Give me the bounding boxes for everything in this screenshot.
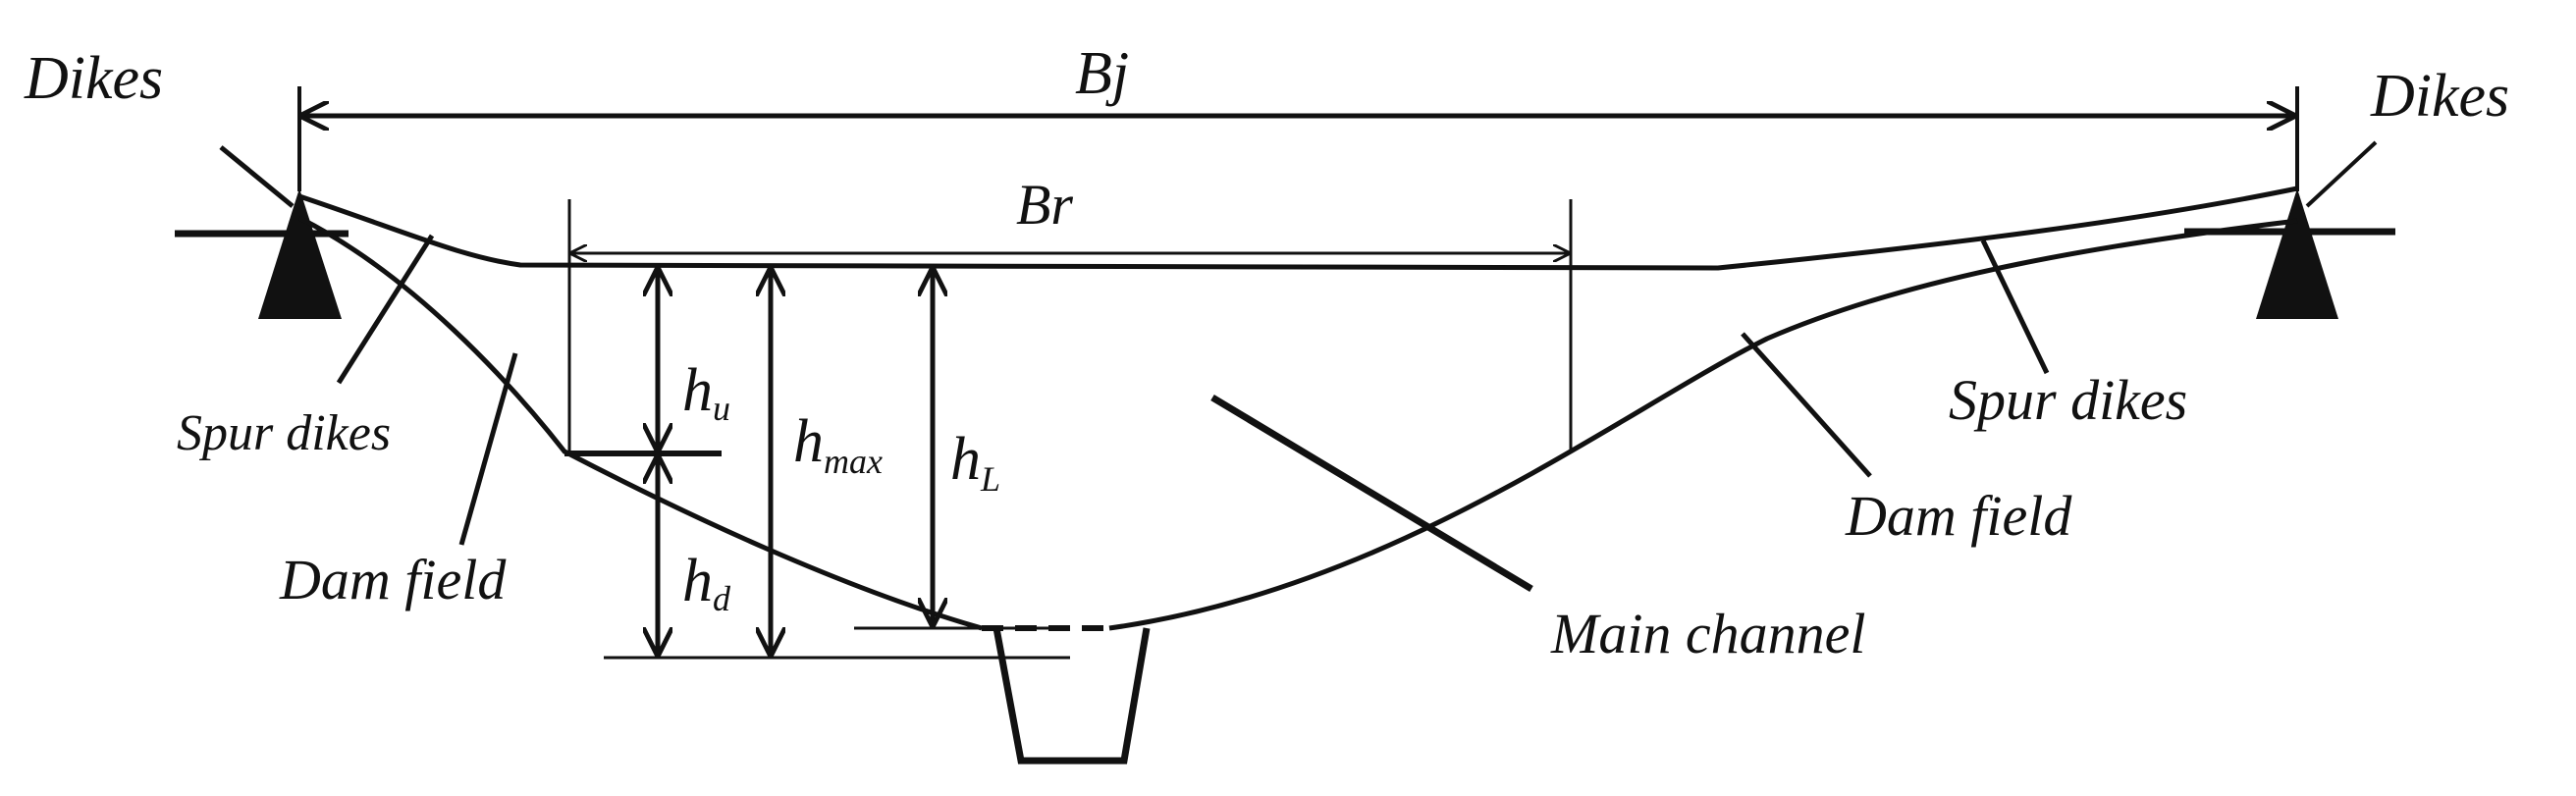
water-surface-line (298, 186, 2298, 271)
bj-label: Bj (1075, 40, 1129, 107)
spur-dikes-left-leader (336, 234, 435, 385)
dam-field-right-leader (1741, 332, 1872, 478)
dikes-left-leader (219, 145, 295, 208)
dikes-right-label: Dikes (2370, 63, 2509, 130)
spur-dikes-left-label: Spur dikes (177, 405, 391, 461)
hd-label: hd (682, 548, 731, 618)
dam-field-left-leader (458, 352, 518, 546)
hl-label: hL (950, 426, 1000, 499)
dike-right-symbol (2256, 188, 2338, 319)
dam-field-left-label: Dam field (279, 548, 507, 611)
riverbed-profile-right (1108, 218, 2298, 631)
dam-field-right-label: Dam field (1845, 484, 2072, 548)
navigation-trench (993, 627, 1151, 765)
dikes-left-label: Dikes (24, 45, 163, 112)
dike-left-symbol (258, 188, 342, 319)
hmax-label: hmax (793, 408, 883, 481)
spur-dikes-right-label: Spur dikes (1949, 368, 2187, 432)
dikes-right-leader (2305, 140, 2378, 208)
spur-dikes-right-leader (1980, 239, 2050, 375)
br-label: Br (1016, 173, 1073, 237)
hu-label: hu (682, 357, 730, 428)
main-channel-leader (1210, 394, 1533, 593)
main-channel-label: Main channel (1550, 602, 1866, 665)
